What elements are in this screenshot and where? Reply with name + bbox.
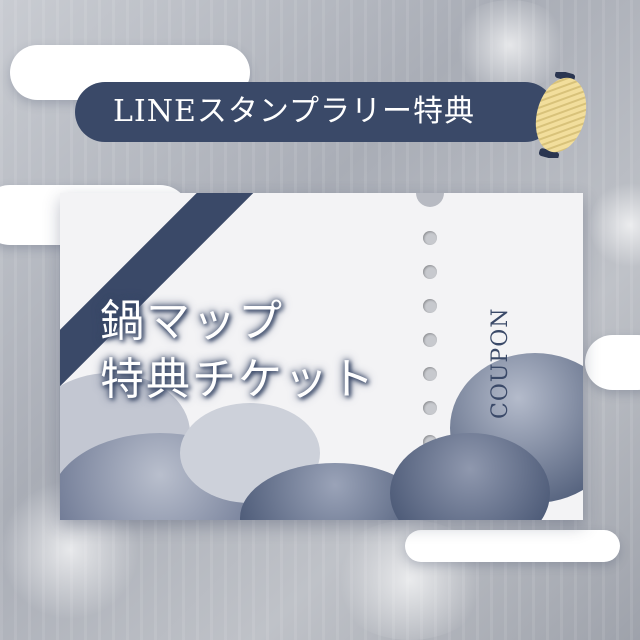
cloud-pill <box>405 530 620 562</box>
ticket-title-line1: 鍋マップ <box>100 296 284 347</box>
ticket-title: 鍋マップ 特典チケット <box>100 293 376 409</box>
background-flower <box>450 0 570 90</box>
perforation-dot <box>423 265 437 279</box>
cloud-pill <box>585 335 640 390</box>
perforation-dot <box>423 367 437 381</box>
stamp-rally-banner: LINEスタンプラリー特典 <box>75 82 555 142</box>
coupon-ticket[interactable]: 鍋マップ 特典チケット COUPON <box>60 193 583 520</box>
perforation-dot <box>423 333 437 347</box>
banner-text: LINEスタンプラリー特典 <box>113 94 476 129</box>
perforation-dot <box>423 401 437 415</box>
lantern-icon <box>535 72 587 158</box>
ticket-notch <box>416 193 444 207</box>
perforation-dot <box>423 231 437 245</box>
coupon-label: COUPON <box>488 307 513 419</box>
ticket-title-line2: 特典チケット <box>100 354 376 405</box>
cloud-decoration <box>390 433 550 520</box>
perforation-dot <box>423 299 437 313</box>
